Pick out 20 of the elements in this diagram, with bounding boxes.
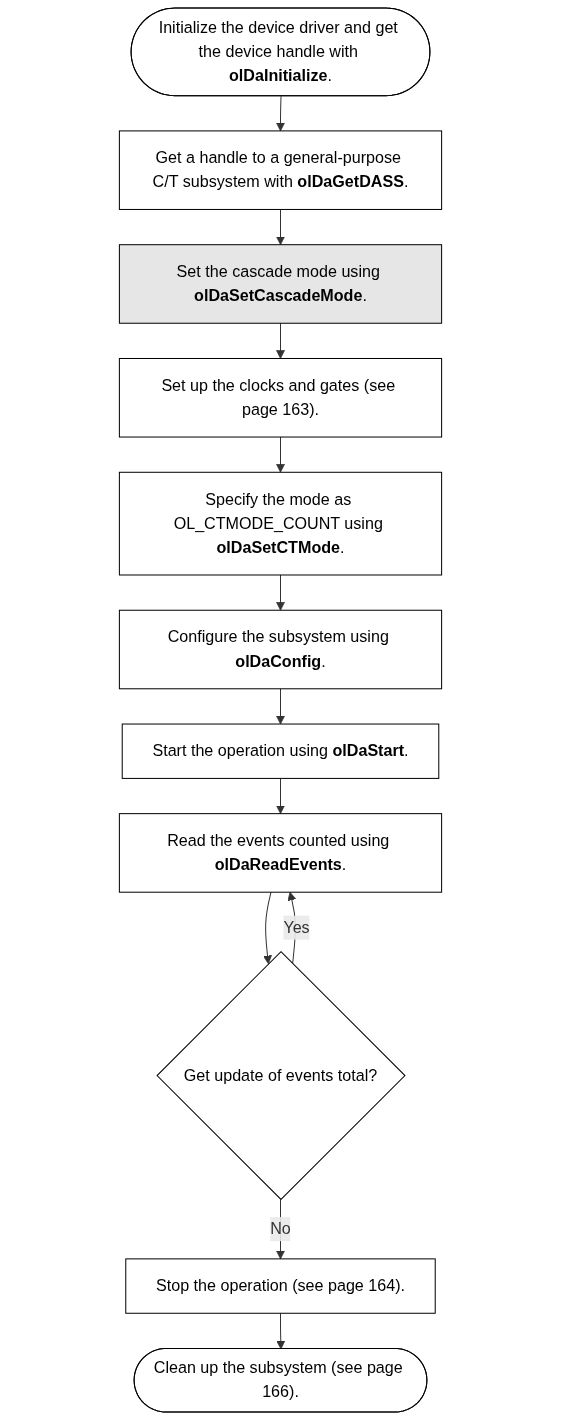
edge-label: Yes <box>283 918 310 936</box>
node-box: Set the cascade mode using olDaSetCascadeMode. <box>118 244 443 324</box>
node-box: Read the events counted using olDaReadEvents. <box>118 813 443 893</box>
edge-label: No <box>270 1220 291 1238</box>
arrow <box>276 95 285 132</box>
arrow <box>276 208 285 246</box>
arrow <box>263 891 272 965</box>
node-box: Configure the subsystem using olDaConfig. <box>118 609 443 690</box>
node-box: Stop the operation (see page 164). <box>125 1258 436 1314</box>
node-box: Set up the clocks and gates (see page 163). <box>118 358 443 438</box>
arrow <box>276 436 285 473</box>
arrow <box>276 322 285 359</box>
arrow <box>276 1312 286 1350</box>
node-box: Start the operation using olDaStart. <box>121 723 440 779</box>
node-box: Specify the mode as OL_CTMODE_COUNT using olDaSetCTMode. <box>118 471 443 576</box>
arrow <box>276 574 285 611</box>
arrow <box>276 688 285 725</box>
arrow <box>276 777 285 815</box>
node-box: Get a handle to a general-purpose C/T subsystem with olDaGetDASS. <box>118 130 443 210</box>
node-diamond: Get update of events total? <box>156 950 406 1201</box>
